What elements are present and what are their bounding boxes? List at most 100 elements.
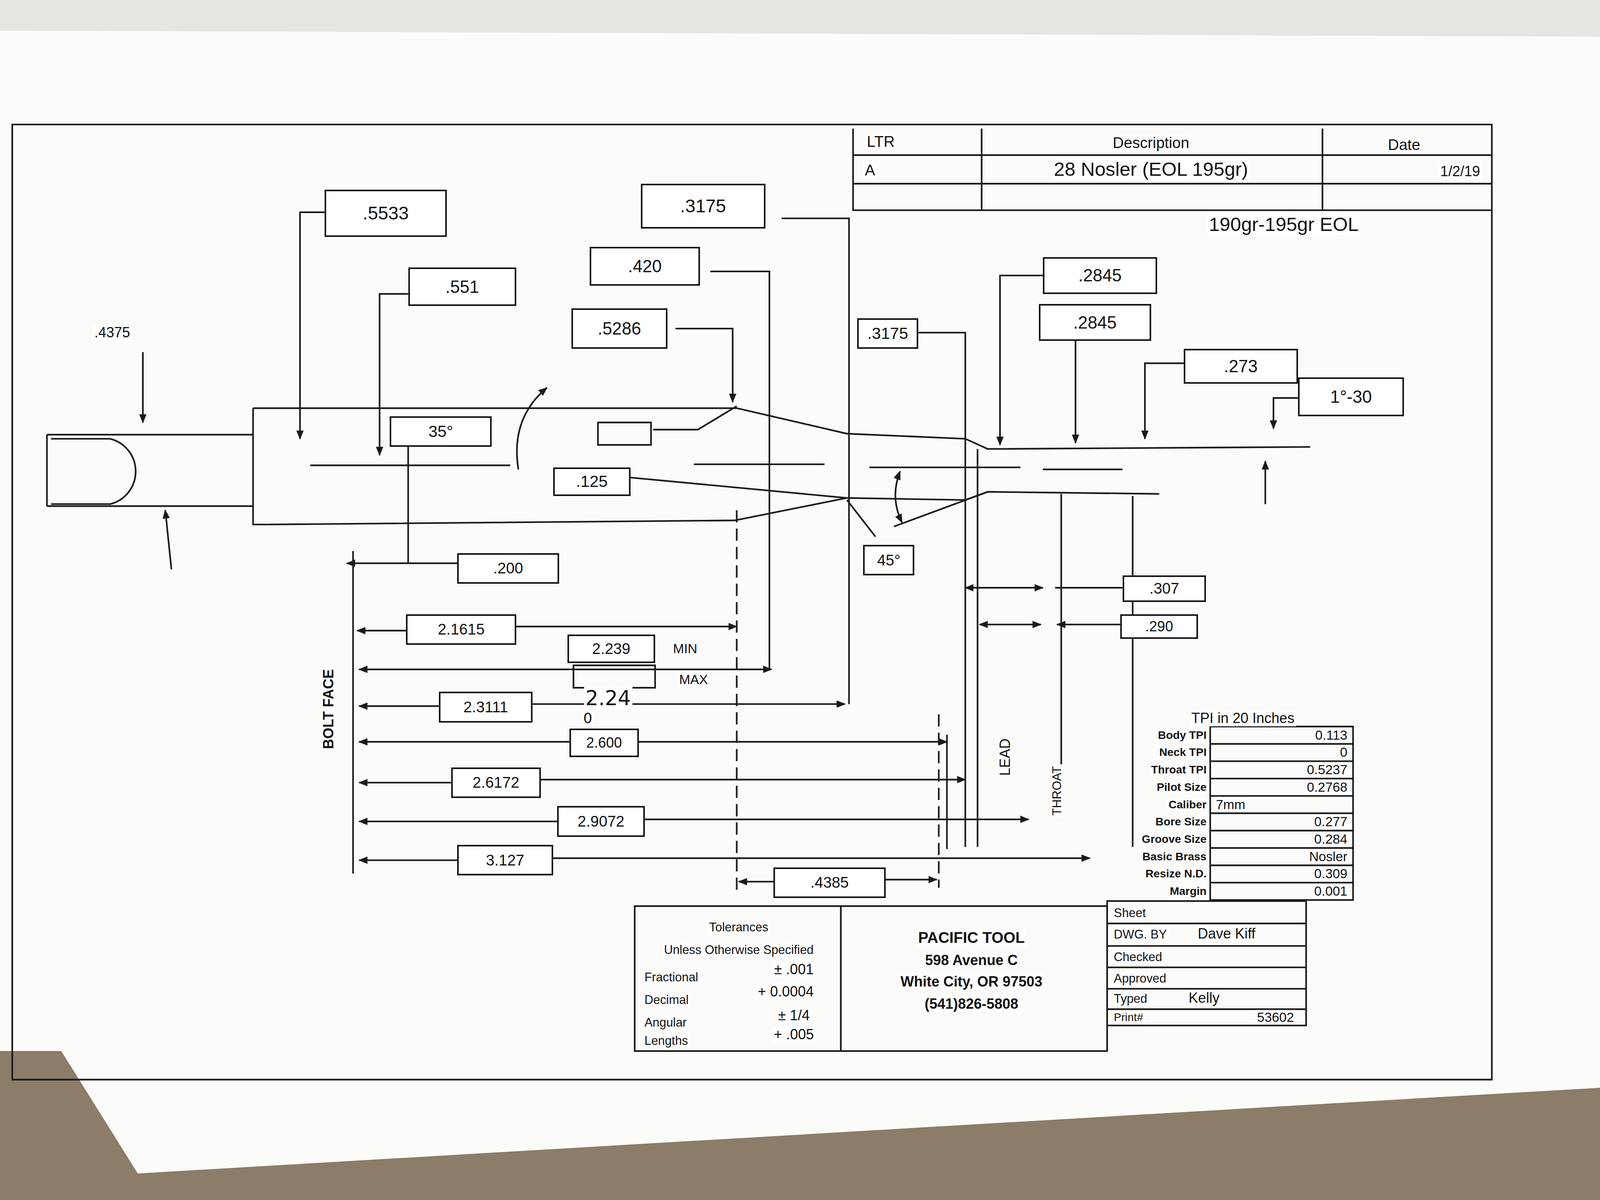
handwritten-value: 0	[581, 710, 595, 727]
reference-label: BOLT FACE	[320, 667, 337, 751]
dimension-box: 2.600	[569, 728, 639, 758]
tolerance-value: + 0.0004	[755, 984, 816, 1000]
table-label: Bore Size	[1153, 815, 1209, 829]
dimension-value: 45°	[877, 551, 901, 569]
dimension-line	[644, 818, 1029, 821]
extension-line	[946, 448, 1133, 849]
table-label: Basic Brass	[1140, 850, 1209, 863]
dimension-line	[359, 781, 451, 784]
leader-line	[710, 271, 770, 670]
leader-line	[675, 328, 733, 402]
dimension-box: 45°	[863, 544, 915, 576]
dimension-box: 2.6172	[451, 767, 541, 799]
reference-label: THROAT	[1050, 764, 1064, 818]
table-cell: 0.2768	[1305, 779, 1349, 795]
tolerance-label: Decimal	[642, 993, 691, 1007]
dimension-value: .2845	[1073, 313, 1117, 333]
table-header: Date	[1386, 136, 1422, 154]
dimension-line	[553, 857, 1091, 860]
leader-line	[846, 500, 876, 537]
table-label: Throat TPI	[1149, 763, 1209, 777]
drawing-subtitle: 190gr-195gr EOL	[1207, 213, 1360, 236]
dimension-line	[346, 562, 408, 564]
leader-line	[165, 510, 172, 570]
signature-label: Typed	[1112, 992, 1149, 1006]
table-label: Groove Size	[1140, 832, 1208, 846]
dimension-box: 2.239	[567, 634, 656, 664]
dimension-line	[1055, 586, 1123, 589]
dimension-value: 35°	[428, 422, 454, 441]
company-phone: (541)826-5808	[923, 996, 1020, 1012]
signature-label: Checked	[1112, 950, 1164, 964]
dimension-box: .307	[1122, 575, 1207, 602]
tolerance-value: ± 1/4	[776, 1007, 812, 1024]
dimension-line	[359, 740, 570, 743]
tolerance-heading: Tolerances	[707, 920, 770, 935]
drawing-title: 28 Nosler (EOL 195gr)	[1052, 158, 1250, 181]
leader-line	[1273, 398, 1299, 429]
leader-line	[142, 351, 144, 423]
dimension-line	[885, 878, 937, 881]
signature-value: Kelly	[1186, 990, 1222, 1006]
dimension-box: .551	[408, 267, 517, 307]
shoulder-construction	[653, 405, 737, 430]
dimension-value: .420	[628, 256, 662, 276]
signature-label: Print#	[1112, 1011, 1145, 1024]
bolt-face-line	[352, 551, 354, 874]
dimension-value: 2.1615	[437, 621, 485, 638]
signature-label: Sheet	[1112, 906, 1148, 920]
leader-line	[630, 477, 847, 498]
dimension-line	[359, 705, 439, 707]
dimension-box: .2845	[1038, 303, 1152, 341]
dimension-value: .2845	[1078, 265, 1122, 285]
tpi-table-grid	[1210, 726, 1354, 900]
tolerance-company-box	[634, 905, 1108, 1051]
table-label: Neck TPI	[1157, 746, 1208, 759]
table-header: LTR	[865, 133, 897, 150]
dimension-line	[965, 586, 1043, 589]
leader-line	[1264, 461, 1267, 504]
table-cell: 0.284	[1312, 832, 1350, 847]
center-line	[310, 464, 1123, 470]
signature-value: Dave Kiff	[1196, 925, 1257, 942]
company-address: 598 Avenue C	[923, 952, 1020, 969]
dimension-value: 1°-30	[1330, 387, 1372, 407]
leader-line	[300, 212, 325, 439]
dimension-line	[359, 859, 458, 862]
dimension-line	[738, 880, 774, 883]
tolerance-label: Lengths	[642, 1034, 690, 1048]
table-cell: 0.277	[1312, 814, 1350, 830]
company-address: White City, OR 97503	[898, 973, 1044, 990]
tolerance-value: + .005	[772, 1026, 816, 1043]
table-header: TPI in 20 Inches	[1189, 710, 1297, 727]
dimension-value: .273	[1223, 356, 1258, 376]
dimension-box: .5533	[324, 189, 448, 237]
signature-block-grid	[1107, 901, 1306, 1026]
table-label: Margin	[1168, 885, 1209, 898]
dimension-value: .3175	[867, 324, 909, 343]
pilot-nose	[51, 438, 136, 505]
table-cell: 7mm	[1214, 797, 1247, 812]
table-cell: 0.113	[1313, 727, 1349, 743]
table-cell: 0	[1338, 745, 1350, 760]
table-cell: A	[863, 161, 877, 179]
leader-line	[894, 491, 989, 527]
dimension-line	[979, 623, 1041, 626]
dimension-value: 2.239	[592, 640, 631, 658]
dimension-value: 3.127	[486, 851, 525, 869]
table-label: Resize N.D.	[1144, 867, 1209, 881]
table-label: Pilot Size	[1155, 780, 1209, 794]
table-cell: Nosler	[1307, 849, 1350, 864]
dimension-box: .290	[1120, 614, 1198, 639]
tolerance-label: Angular	[642, 1015, 689, 1030]
table-cell: 0.001	[1312, 884, 1350, 899]
signature-label: Approved	[1112, 971, 1168, 986]
signature-value: 53602	[1255, 1009, 1296, 1025]
dimension-value: 2.3111	[463, 698, 508, 716]
dimension-line	[359, 820, 558, 823]
tolerance-heading: Unless Otherwise Specified	[662, 943, 816, 957]
dimension-box: .5286	[571, 308, 668, 350]
paper-sheet	[0, 30, 1600, 1174]
signature-label: DWG. BY	[1112, 927, 1169, 942]
